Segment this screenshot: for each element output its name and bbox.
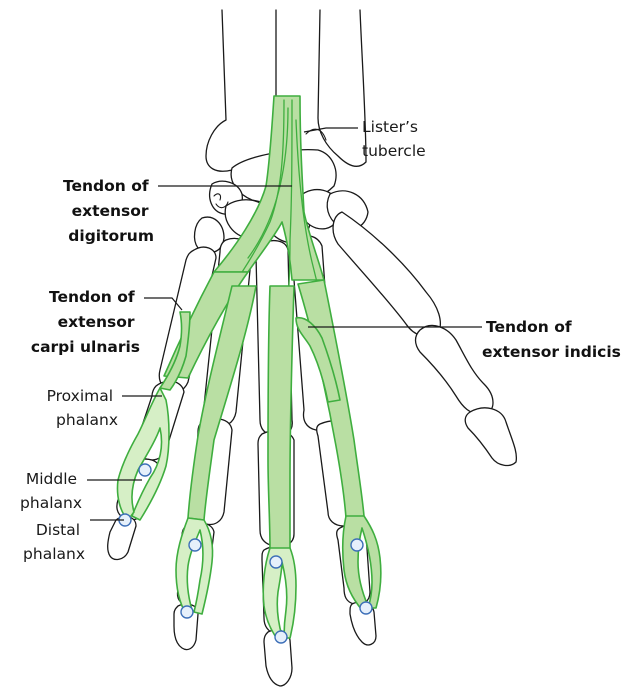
joint-node xyxy=(139,464,151,476)
label-tendon-extensor-indicis: Tendon of extensor indicis xyxy=(482,318,621,361)
label-listers-tubercle: Lister’s tubercle xyxy=(362,118,426,160)
ulna-bone xyxy=(318,10,366,166)
thumb-distal-phalanx xyxy=(465,408,516,466)
joint-node xyxy=(270,556,282,568)
label-tendon-extensor-digitorum: Tendon of extensor digitorum xyxy=(63,177,154,245)
joint-node xyxy=(275,631,287,643)
label-distal-phalanx: Distal phalanx xyxy=(23,521,85,563)
joint-node xyxy=(189,539,201,551)
joint-node xyxy=(351,539,363,551)
label-middle-phalanx: Middle phalanx xyxy=(20,470,82,512)
label-tendon-extensor-carpi-ulnaris: Tendon of extensor carpi ulnaris xyxy=(31,288,140,356)
joint-node xyxy=(360,602,372,614)
joint-node xyxy=(181,606,193,618)
thumb-proximal-phalanx xyxy=(416,325,494,414)
label-proximal-phalanx: Proximal phalanx xyxy=(47,387,118,429)
thumb-metacarpal xyxy=(333,212,440,337)
radius-bone xyxy=(206,10,276,171)
